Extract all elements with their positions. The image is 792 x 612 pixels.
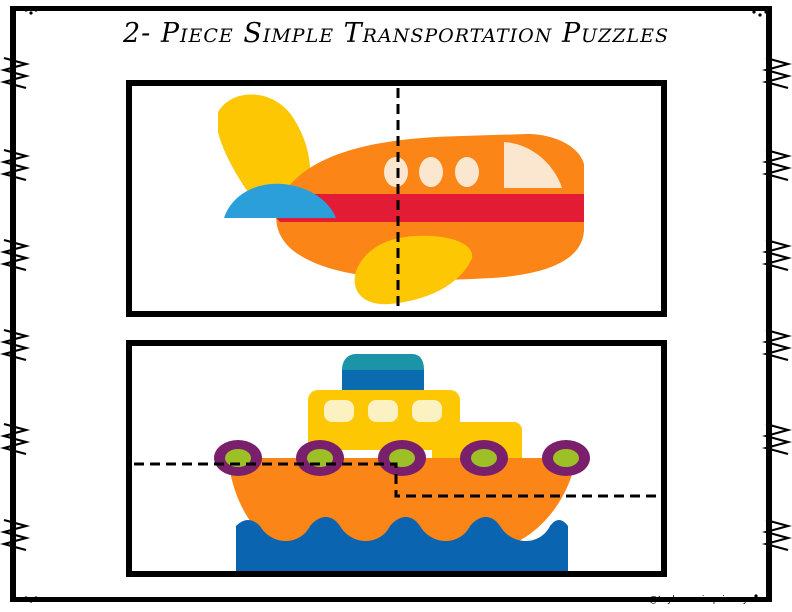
page-border: [10, 6, 772, 602]
right-zigzag-border-icon: [761, 56, 792, 552]
boat-illustration: [134, 354, 661, 571]
credit-text: @taylormarie primary: [648, 595, 748, 605]
airplane-puzzle-frame: [126, 80, 667, 317]
left-zigzag-border-icon: [0, 56, 31, 552]
page-title: 2- Piece Simple Transportation Puzzles: [122, 18, 670, 49]
airplane-illustration: [218, 88, 584, 311]
boat-puzzle-frame: [126, 340, 667, 577]
